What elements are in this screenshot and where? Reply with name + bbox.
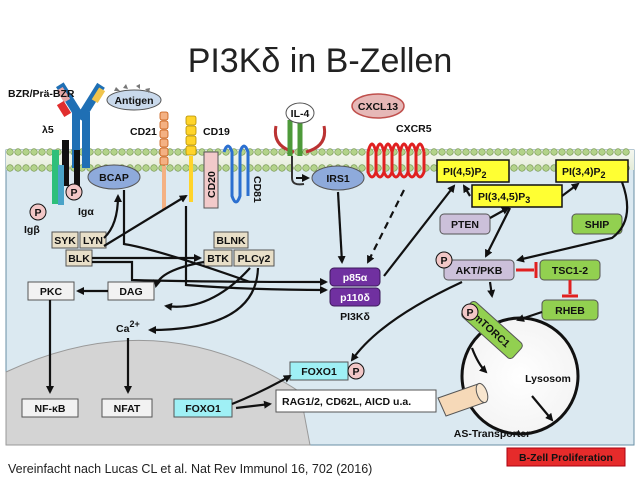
cd21-label: CD21 bbox=[130, 126, 157, 138]
cd20 bbox=[203, 151, 219, 209]
lyn-label: LYN bbox=[83, 235, 103, 247]
targets-label: RAG1/2, CD62L, AICD u.a. bbox=[282, 396, 411, 408]
as-transporter bbox=[437, 382, 489, 417]
svg-text:P: P bbox=[352, 366, 359, 378]
cxcl13-label: CXCL13 bbox=[358, 101, 398, 113]
phospho-p-foxo1: P bbox=[347, 362, 365, 380]
lysosome-label: Lysosom bbox=[525, 373, 571, 385]
akt-box bbox=[443, 259, 515, 281]
pten-label: PTEN bbox=[451, 219, 479, 231]
lambda5-label: λ5 bbox=[42, 124, 54, 136]
kinase-cluster: SYK LYN BLK bbox=[51, 231, 107, 267]
pi3k-label: PI3Kδ bbox=[340, 311, 370, 323]
blk-label: BLK bbox=[68, 253, 90, 265]
nfkb-label: NF-κB bbox=[35, 403, 66, 415]
nfat-label: NFAT bbox=[114, 403, 141, 415]
p85-label: p85α bbox=[343, 272, 368, 284]
svg-text:P: P bbox=[70, 187, 77, 199]
btk-label: BTK bbox=[207, 253, 229, 265]
il4-label: IL-4 bbox=[291, 108, 310, 120]
pten-box bbox=[439, 213, 491, 235]
cxcr5-to-pi3k-arrow bbox=[367, 189, 405, 264]
cxcl13 bbox=[351, 93, 405, 119]
bcr-receptor bbox=[52, 82, 106, 205]
ig-beta-label: Igβ bbox=[24, 224, 40, 236]
p110-label: p110δ bbox=[340, 292, 370, 304]
foxo1-nuclear-label: FOXO1 bbox=[185, 403, 221, 415]
plcg2-label: PLCγ2 bbox=[238, 253, 271, 265]
cxcr5 bbox=[366, 142, 426, 179]
signaling-arrows bbox=[46, 181, 629, 422]
phospho-p-igbeta: P bbox=[29, 203, 47, 221]
il4-receptor bbox=[273, 102, 327, 186]
phospho-p-akt: P bbox=[435, 251, 453, 269]
rheb-to-mtorc1-arrow bbox=[516, 310, 543, 322]
ig-alpha-label: Igα bbox=[78, 206, 94, 218]
cd81 bbox=[222, 144, 250, 204]
rheb-label: RHEB bbox=[555, 305, 585, 317]
irs1 bbox=[311, 165, 365, 191]
irs1-label: IRS1 bbox=[326, 173, 350, 185]
antigen bbox=[106, 84, 162, 111]
bcap bbox=[87, 164, 141, 190]
svg-text:PI(3,4)P2: PI(3,4)P2 bbox=[562, 166, 606, 180]
proliferation-label: B-Zell Proliferation bbox=[519, 452, 613, 464]
syk-label: SYK bbox=[54, 235, 76, 247]
targets-box bbox=[275, 389, 437, 413]
pi3k-complex: p85α p110δ bbox=[329, 267, 381, 307]
as-transporter-label: AS-Transporter bbox=[454, 428, 530, 440]
cd19-label: CD19 bbox=[203, 126, 230, 138]
dag-label: DAG bbox=[119, 286, 142, 298]
svg-text:P: P bbox=[440, 255, 447, 267]
inhibition-arrows bbox=[516, 262, 578, 298]
cd19 bbox=[185, 115, 197, 202]
citation-footer: Vereinfacht nach Lucas CL et al. Nat Rev… bbox=[8, 462, 372, 476]
ca-label: Ca2+ bbox=[116, 319, 140, 335]
cd81-label: CD81 bbox=[251, 176, 263, 203]
svg-text:P: P bbox=[466, 307, 473, 319]
bcr-label: BZR/Prä-BZR bbox=[8, 88, 75, 100]
phospho-p-igalpha: P bbox=[65, 183, 83, 201]
foxo1-cyto-label: FOXO1 bbox=[301, 366, 337, 378]
svg-text:PI(3,4,5)P3: PI(3,4,5)P3 bbox=[478, 191, 530, 205]
nfkb-box bbox=[21, 398, 79, 418]
ship-box bbox=[571, 213, 623, 235]
cd20-label: CD20 bbox=[206, 171, 218, 198]
phospho-p-mtorc1: P bbox=[461, 303, 479, 321]
cxcr5-label: CXCR5 bbox=[396, 123, 432, 135]
proliferation-box bbox=[506, 447, 626, 467]
rheb-box bbox=[541, 299, 599, 321]
page-title: PI3Kδ in B-Zellen bbox=[188, 42, 453, 80]
svg-text:P: P bbox=[34, 207, 41, 219]
nfat-box bbox=[101, 398, 153, 418]
nucleus bbox=[5, 339, 311, 446]
foxo1-nuclear-box bbox=[173, 398, 233, 418]
pip3-box: PI(3,4,5)P3 bbox=[471, 184, 563, 208]
blnk-btk-plc-cluster: BLNK BTK PLCγ2 bbox=[203, 231, 275, 267]
cd21 bbox=[159, 111, 169, 210]
antigen-label: Antigen bbox=[114, 95, 153, 107]
akt-label: AKT/PKB bbox=[456, 265, 503, 277]
blnk-label: BLNK bbox=[216, 235, 246, 247]
svg-text:PI(4,5)P2: PI(4,5)P2 bbox=[443, 166, 487, 180]
pkc-label: PKC bbox=[40, 286, 63, 298]
ship-label: SHIP bbox=[585, 219, 610, 231]
pi34p2-box: PI(3,4)P2 bbox=[555, 159, 629, 183]
tsc-label: TSC1-2 bbox=[552, 265, 588, 277]
pip2-box: PI(4,5)P2 bbox=[436, 159, 510, 183]
bcap-label: BCAP bbox=[99, 172, 129, 184]
